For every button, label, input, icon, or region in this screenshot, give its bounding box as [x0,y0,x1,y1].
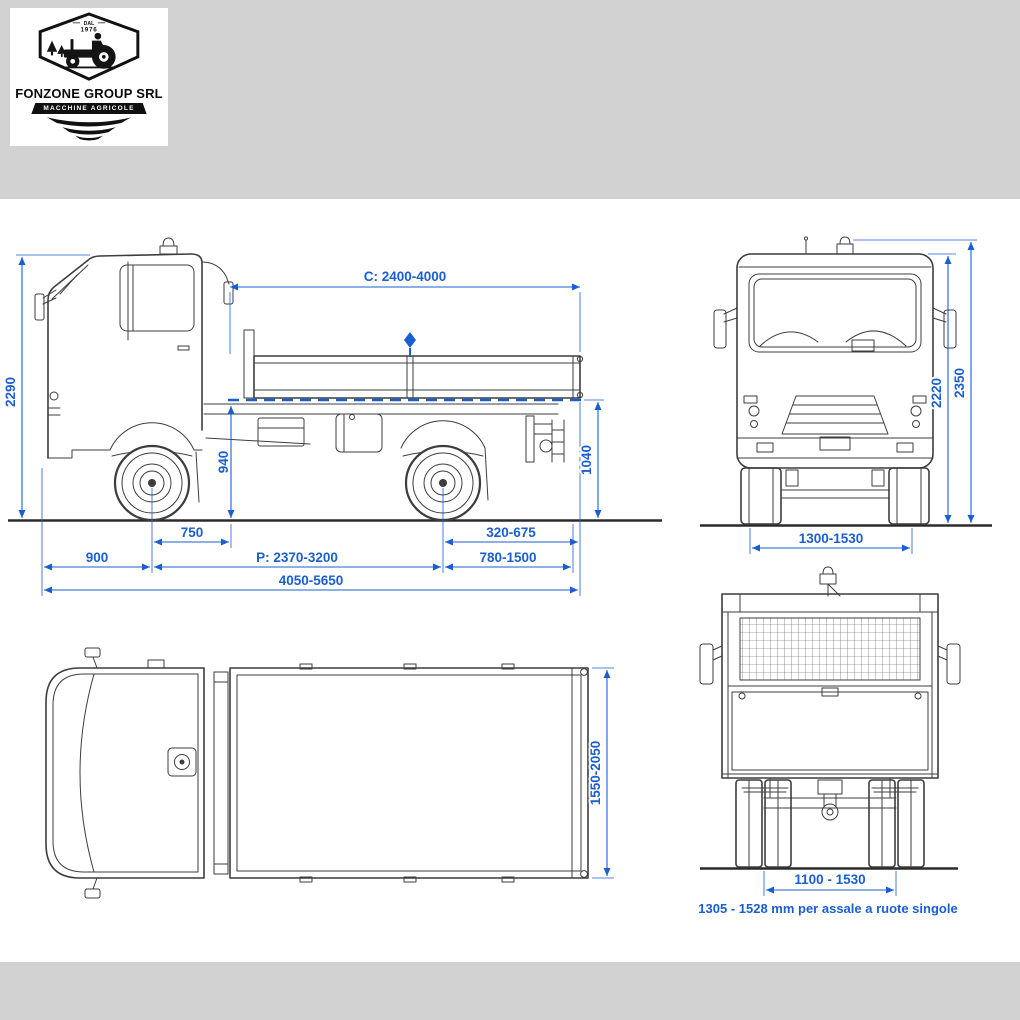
side-view-dimensions: 2290 C: 2400-4000 940 1040 750 320-675 9… [1,254,604,596]
field-rows-icon [47,117,131,141]
rear-view-dimensions: 1100 - 1530 1305 - 1528 mm per assale a … [698,870,957,916]
rear-body [699,566,961,779]
side-chassis [111,403,565,501]
dim-front-track-width: 1300-1530 [799,531,864,546]
rear-wheels [735,779,925,868]
dim-side-overall-length: 4050-5650 [279,573,344,588]
company-tagline: MACCHINE AGRICOLE [43,105,135,112]
rear-axle-note: 1305 - 1528 mm per assale a ruote singol… [698,901,957,916]
side-view: 2290 C: 2400-4000 940 1040 750 320-675 9… [1,237,662,596]
rear-undercarriage [741,777,919,821]
company-name: FONZONE GROUP SRL [15,86,163,101]
dim-top-body-width: 1550-2050 [588,741,603,806]
dim-side-front-overhang: 900 [86,550,109,565]
tractor-silhouette-icon [46,32,116,69]
front-view: 2220 2350 1300-1530 [700,236,992,554]
logo-badge-icon: DAL 1976 [38,12,140,81]
dim-front-overall-height: 2350 [952,368,967,398]
logo-ribbon: MACCHINE AGRICOLE [31,103,146,114]
top-bed [213,663,589,883]
badge-since-label: DAL [84,21,95,27]
beacon-side [159,245,178,255]
dim-side-axle-to-frame-end: 320-675 [486,525,536,540]
dim-side-bed-floor-height: 1040 [579,445,594,475]
beacon-rear [819,573,837,585]
rear-view: 1100 - 1530 1305 - 1528 mm per assale a … [698,566,961,916]
dim-rear-track-width: 1100 - 1530 [794,872,865,887]
badge-since-year: 1976 [81,27,98,34]
side-bed [243,329,584,399]
side-wheels [113,444,482,522]
top-view: 1550-2050 [45,647,614,899]
company-logo: DAL 1976 FONZONE GROUP SRL MACCHINE AGRI [10,8,168,146]
dim-side-front-axle-to-bed: 750 [181,525,204,540]
dim-front-cab-height: 2220 [929,378,944,408]
side-cab [34,237,234,503]
dim-side-bed-length: C: 2400-4000 [364,269,447,284]
front-view-dimensions: 2220 2350 1300-1530 [749,239,977,554]
dim-side-overall-height: 2290 [3,377,18,407]
drawing-panel [0,199,1020,962]
tipping-point-symbol [404,332,416,357]
top-cab [45,647,205,899]
dim-side-rear-overhang: 780-1500 [479,550,536,565]
headboard-mesh [739,617,921,681]
dim-side-wheelbase: P: 2370-3200 [256,550,338,565]
top-view-dimensions: 1550-2050 [586,667,614,879]
front-wheels [740,467,930,525]
front-cab [713,236,957,469]
beacon-front [836,243,854,255]
dim-side-frame-height: 940 [216,451,231,474]
